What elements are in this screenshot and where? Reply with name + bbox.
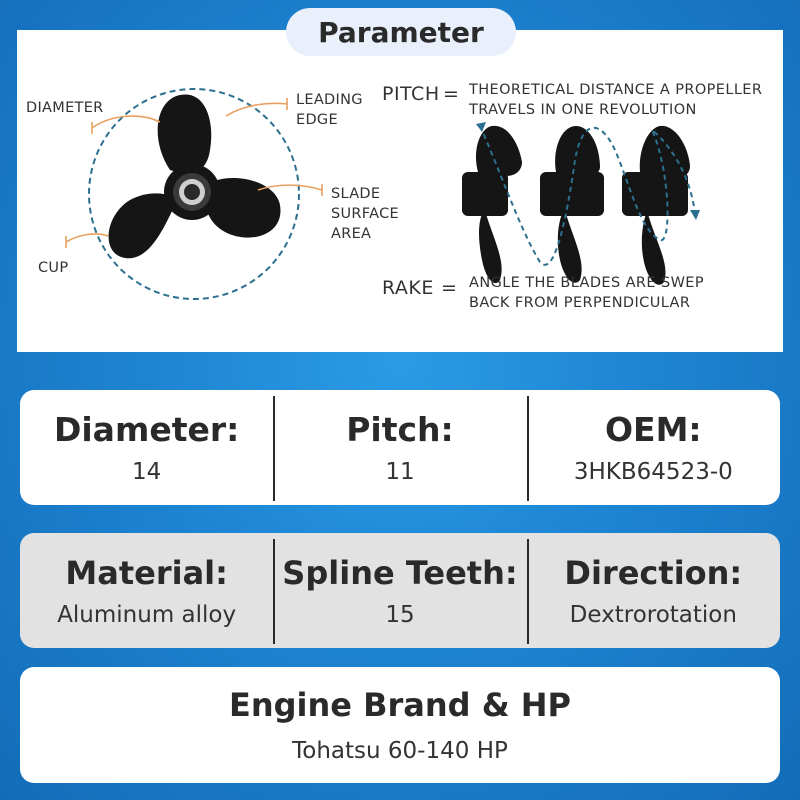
spec-direction-value: Dextrorotation	[569, 601, 737, 628]
propeller-side-icon-2	[540, 126, 604, 283]
propeller-front-icon	[108, 94, 281, 259]
spec-spline-teeth: Spline Teeth: 15	[273, 533, 526, 648]
propeller-side-icon-3	[622, 125, 690, 285]
spec-oem-value: 3HKB64523-0	[573, 459, 733, 485]
label-leading-edge-line1: LEADING	[296, 92, 363, 108]
spec-direction-label: Direction:	[564, 553, 743, 592]
pitch-definition-line2: TRAVELS IN ONE REVOLUTION	[468, 102, 697, 118]
label-slade-line3: AREA	[331, 226, 371, 242]
spec-engine-label: Engine Brand & HP	[228, 686, 571, 724]
spec-row-1: Diameter: 14 Pitch: 11 OEM: 3HKB64523-0	[20, 390, 780, 505]
rake-definition-line2: BACK FROM PERPENDICULAR	[469, 295, 690, 311]
propeller-diagram: DIAMETER LEADING EDGE SLADE SURFACE AREA…	[26, 82, 762, 311]
spec-diameter: Diameter: 14	[20, 390, 273, 505]
rake-equals: =	[441, 277, 457, 299]
spec-spline-teeth-value: 15	[385, 601, 415, 628]
spec-row-2: Material: Aluminum alloy Spline Teeth: 1…	[20, 533, 780, 648]
pitch-definition-line1: THEORETICAL DISTANCE A PROPELLER	[468, 82, 762, 98]
rake-term: RAKE	[382, 277, 434, 299]
spec-engine-brand: Engine Brand & HP Tohatsu 60-140 HP	[20, 667, 780, 783]
label-slade-line1: SLADE	[331, 186, 380, 202]
label-diameter: DIAMETER	[26, 100, 104, 116]
spec-pitch-label: Pitch:	[346, 410, 454, 449]
leader-ticks	[65, 98, 323, 248]
spec-diameter-value: 14	[132, 459, 162, 485]
diameter-circle	[88, 88, 300, 300]
propeller-side-icon-1	[462, 125, 522, 284]
rake-definition-line1: ANGLE THE BLADES ARE SWEP	[469, 275, 704, 291]
spec-pitch-value: 11	[385, 459, 415, 485]
spec-oem-label: OEM:	[605, 410, 702, 449]
pitch-arrow-start	[476, 122, 486, 132]
label-slade-line2: SURFACE	[331, 206, 399, 222]
spec-material-value: Aluminum alloy	[57, 601, 237, 628]
spec-oem: OEM: 3HKB64523-0	[526, 390, 780, 505]
pitch-equals: =	[443, 83, 459, 105]
spec-engine-value: Tohatsu 60-140 HP	[292, 738, 508, 764]
page-title: Parameter	[286, 8, 516, 56]
label-cup: CUP	[38, 260, 68, 276]
pitch-term: PITCH	[382, 83, 440, 105]
pitch-helix-line	[479, 125, 696, 266]
spec-spline-teeth-label: Spline Teeth:	[282, 553, 518, 592]
spec-material-label: Material:	[65, 553, 228, 592]
spec-direction: Direction: Dextrorotation	[526, 533, 780, 648]
spec-material: Material: Aluminum alloy	[20, 533, 273, 648]
spec-diameter-label: Diameter:	[53, 410, 240, 449]
pitch-arrow-end	[690, 210, 700, 220]
leader-lines	[65, 102, 323, 243]
label-leading-edge-line2: EDGE	[296, 112, 338, 128]
spec-pitch: Pitch: 11	[273, 390, 526, 505]
